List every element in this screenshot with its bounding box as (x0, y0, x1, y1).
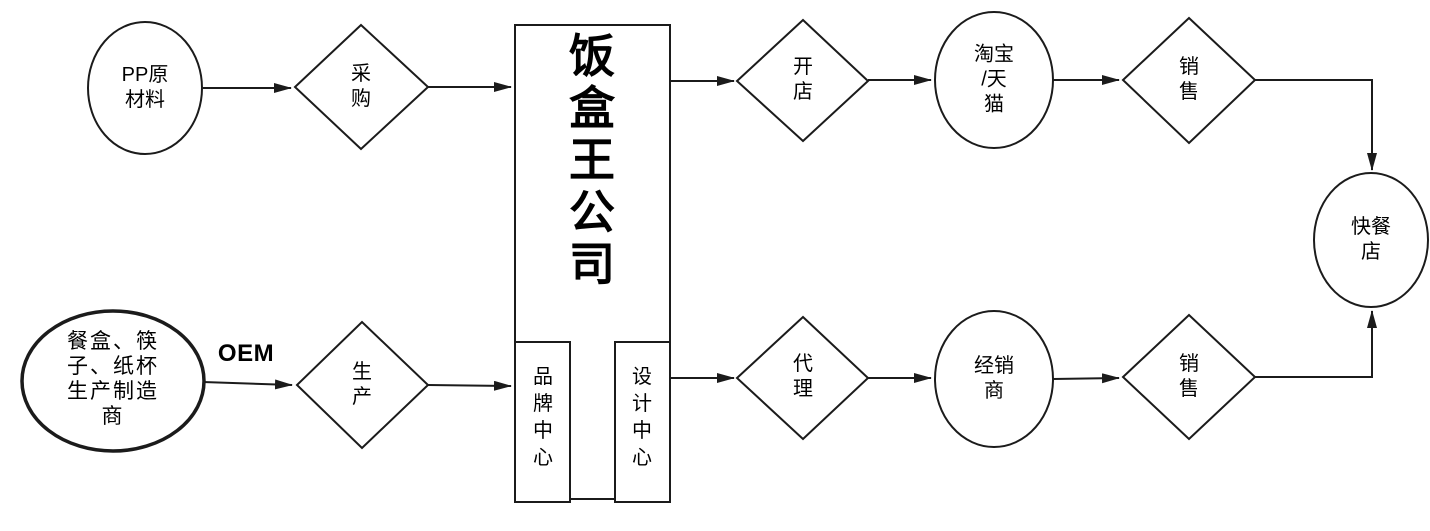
node-agency-label: 代 理 (793, 353, 813, 400)
node-design-center-label: 设 计 中 心 (632, 366, 652, 469)
node-procurement-shape (293, 23, 430, 151)
node-procurement-label: 采 购 (351, 63, 371, 110)
arrow-sales-bottom-to-fast-food (1255, 310, 1377, 378)
node-manufacturer-shape (20, 309, 206, 453)
arrow-distributor-to-sales-bottom (1052, 373, 1120, 384)
node-distributor-label: 经销 商 (974, 355, 1014, 402)
node-taobao-tmall-label: 淘宝 /天 猫 (974, 43, 1014, 116)
node-sales-bottom-shape (1121, 313, 1257, 441)
arrow-manufacturer-to-production (202, 379, 293, 390)
node-fast-food-label: 快餐 店 (1351, 216, 1391, 263)
node-agency-shape (735, 315, 870, 441)
node-sales-top-label: 销 售 (1179, 56, 1199, 103)
node-open-store-label: 开 店 (793, 56, 813, 103)
node-brand-center-label: 品 牌 中 心 (533, 366, 553, 469)
node-open-store-shape (735, 18, 870, 143)
arrow-production-to-brand-center (427, 380, 512, 391)
node-fast-food-shape (1313, 172, 1429, 308)
node-taobao-tmall-shape (934, 11, 1054, 149)
node-manufacturer-label: 餐盒、筷 子、纸杯 生产制造 商 (67, 330, 159, 428)
node-company-label: 饭 盒 王 公 司 (569, 30, 615, 290)
node-pp-material-label: PP原 材料 (121, 64, 169, 111)
node-brand-center-shape (514, 341, 571, 503)
node-design-center-shape (614, 341, 671, 503)
node-sales-top-shape (1121, 16, 1257, 145)
connectors (202, 75, 1377, 391)
node-pp-material-shape (87, 21, 203, 155)
nodes (20, 11, 1429, 503)
edge-oem-label: OEM (217, 340, 275, 367)
arrow-sales-top-to-fast-food (1255, 79, 1377, 171)
node-production-shape (295, 320, 430, 450)
node-production-label: 生 产 (352, 361, 372, 408)
node-sales-bottom-label: 销 售 (1179, 353, 1199, 400)
node-distributor-shape (934, 310, 1054, 448)
